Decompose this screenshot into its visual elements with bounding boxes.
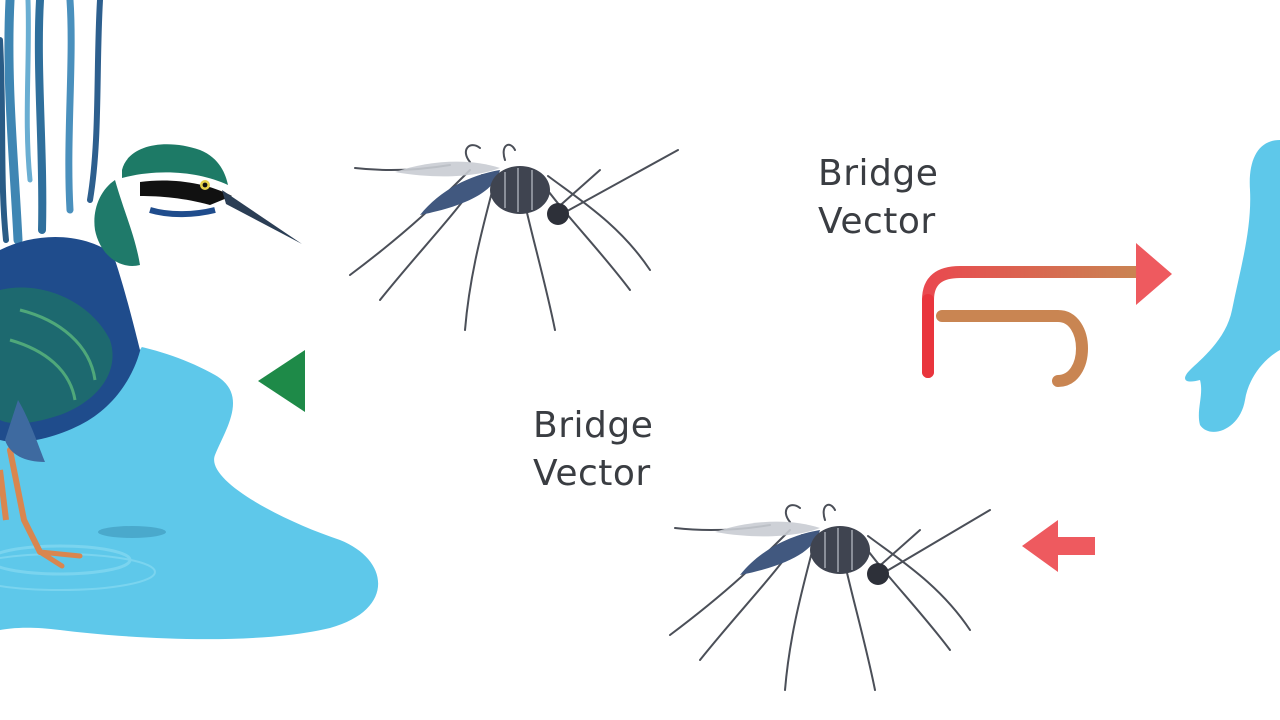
transmission-arrow-to-human: [922, 243, 1172, 387]
transmission-arrow-to-bird: [258, 350, 1064, 412]
reeds-icon: [0, 0, 103, 245]
label-line-1: Bridge: [533, 405, 654, 446]
small-arrow-left: [1022, 520, 1095, 572]
human-arm-icon: [1185, 140, 1280, 432]
mosquito-icon: [669, 503, 991, 691]
label-line-2: Vector: [818, 201, 936, 242]
bridge-vector-label-upper: Bridge Vector: [818, 150, 938, 246]
label-line-2: Vector: [533, 453, 651, 494]
bridge-vector-label-lower: Bridge Vector: [533, 402, 653, 498]
label-line-1: Bridge: [818, 153, 939, 194]
heron-icon: [0, 143, 302, 569]
mosquito-icon: [349, 143, 679, 331]
